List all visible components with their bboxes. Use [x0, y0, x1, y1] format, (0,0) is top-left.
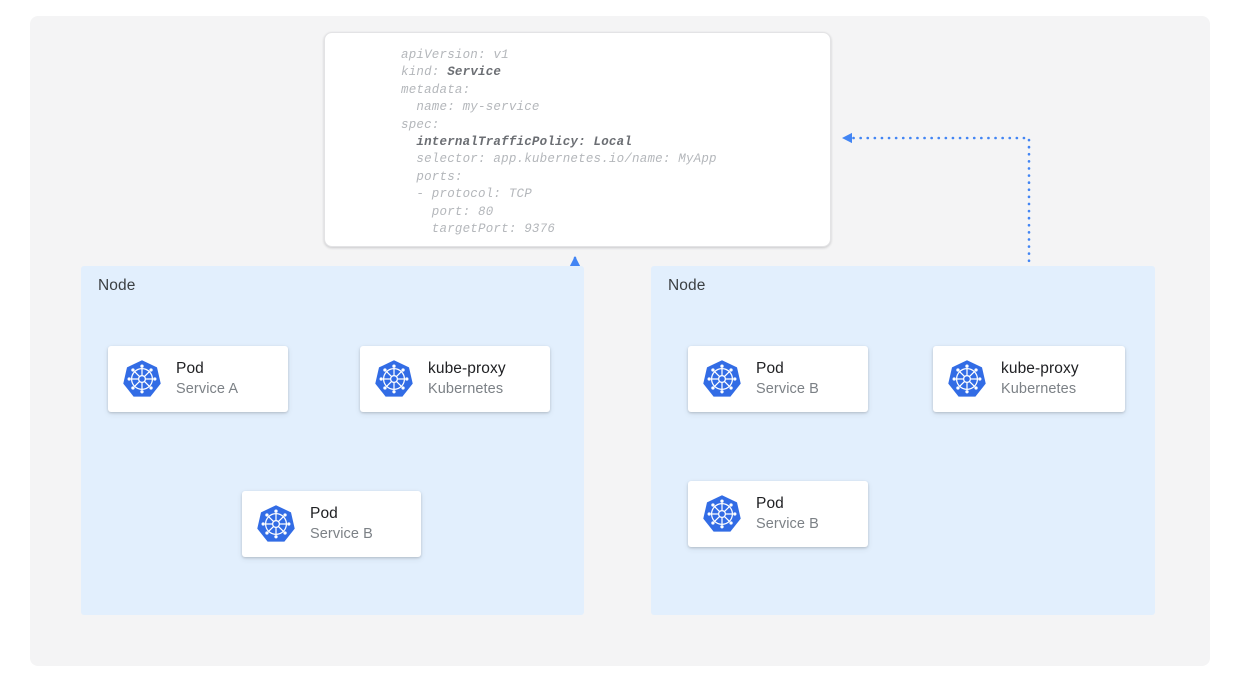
card-title: kube-proxy: [1001, 360, 1079, 377]
card-subtitle: Kubernetes: [1001, 381, 1077, 397]
service-manifest-code: apiVersion: v1 kind: Service metadata: n…: [401, 48, 717, 237]
card-title: Pod: [756, 360, 784, 377]
card-title: Pod: [756, 495, 784, 512]
card-text: Pod Service B: [310, 504, 373, 544]
card-subtitle: Service B: [756, 516, 819, 532]
node-label-left: Node: [98, 277, 136, 294]
node-region-right: Node: [651, 266, 1155, 615]
card-title: Pod: [176, 360, 204, 377]
card-pod-service-b-left[interactable]: Pod Service B: [242, 491, 421, 557]
card-pod-service-a[interactable]: Pod Service A: [108, 346, 288, 412]
card-text: Pod Service B: [756, 359, 819, 399]
kubernetes-icon: [703, 495, 741, 532]
kubernetes-icon: [123, 360, 161, 397]
card-subtitle: Service A: [176, 381, 239, 397]
card-subtitle: Service B: [756, 381, 819, 397]
card-kube-proxy-left[interactable]: kube-proxy Kubernetes: [360, 346, 550, 412]
card-subtitle: Service B: [310, 526, 373, 542]
service-manifest-card: apiVersion: v1 kind: Service metadata: n…: [324, 32, 831, 247]
kubernetes-icon: [948, 360, 986, 397]
card-text: Pod Service A: [176, 359, 238, 399]
kubernetes-icon: [375, 360, 413, 397]
card-pod-service-b-right-bottom[interactable]: Pod Service B: [688, 481, 868, 547]
node-label-right: Node: [668, 277, 706, 294]
card-text: Pod Service B: [756, 494, 819, 534]
card-pod-service-b-right-top[interactable]: Pod Service B: [688, 346, 868, 412]
card-text: kube-proxy Kubernetes: [1001, 359, 1079, 399]
kubernetes-icon: [703, 360, 741, 397]
kubernetes-icon: [257, 505, 295, 542]
card-kube-proxy-right[interactable]: kube-proxy Kubernetes: [933, 346, 1125, 412]
card-text: kube-proxy Kubernetes: [428, 359, 506, 399]
card-subtitle: Kubernetes: [428, 381, 504, 397]
card-title: Pod: [310, 505, 338, 522]
node-region-left: Node: [81, 266, 584, 615]
card-title: kube-proxy: [428, 360, 506, 377]
